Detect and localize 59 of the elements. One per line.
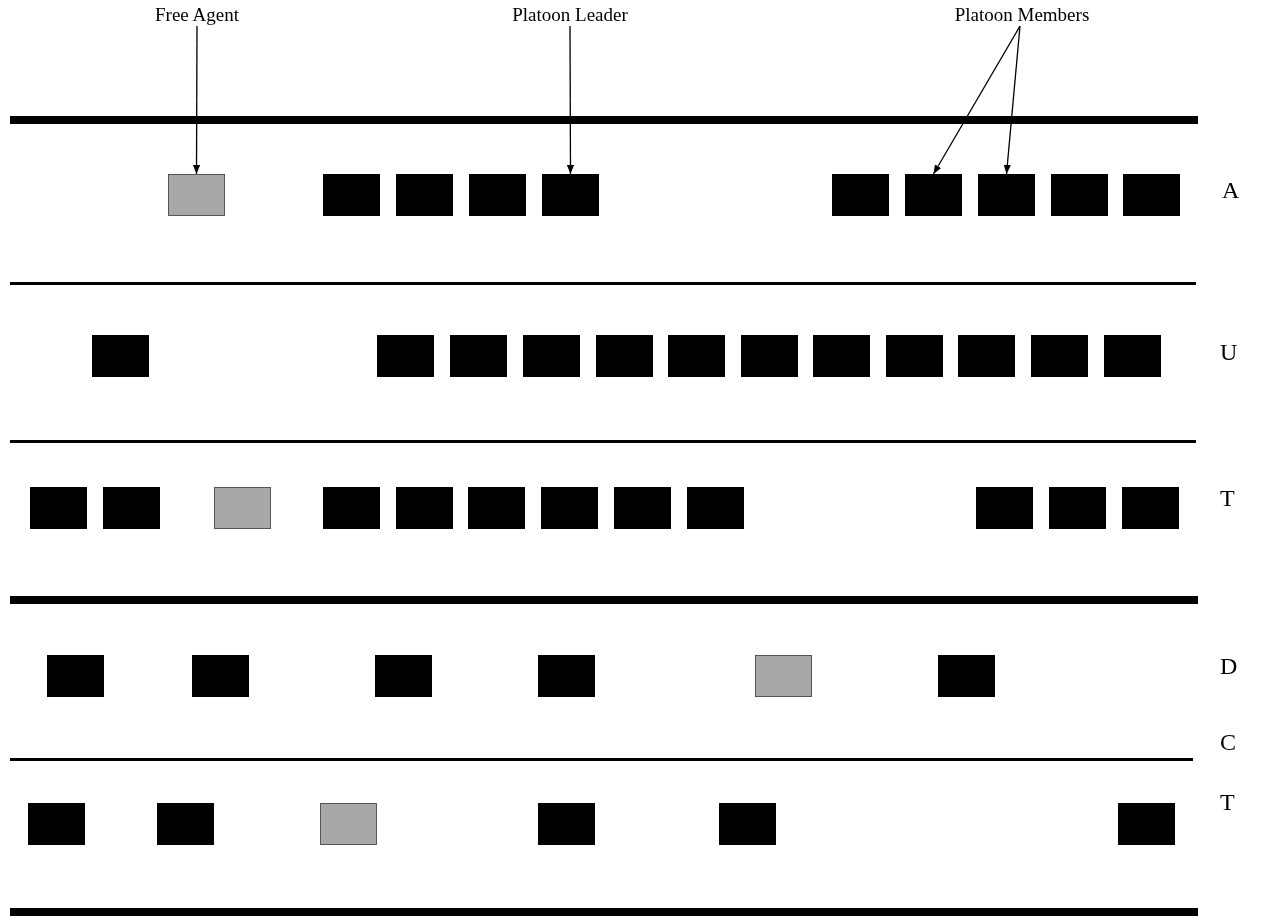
- leader-arrow: [192, 25, 201, 175]
- leader-arrow: [566, 25, 575, 175]
- vehicle-box: [468, 487, 525, 529]
- vehicle-box: [469, 174, 526, 216]
- vehicle-box: [1051, 174, 1108, 216]
- vehicle-box: [396, 174, 453, 216]
- vehicle-box: [1049, 487, 1106, 529]
- vehicle-box: [28, 803, 85, 845]
- vehicle-box: [978, 174, 1035, 216]
- free-agent-vehicle: [214, 487, 271, 529]
- vehicle-box: [323, 487, 380, 529]
- vehicle-box: [668, 335, 725, 377]
- vehicle-box: [103, 487, 160, 529]
- vehicle-box: [813, 335, 870, 377]
- vehicle-box: [377, 335, 434, 377]
- vehicle-box: [92, 335, 149, 377]
- lane-letter: T: [1220, 484, 1235, 512]
- vehicle-box: [832, 174, 889, 216]
- vehicle-box: [157, 803, 214, 845]
- caption-text: Platoon Leader: [512, 4, 628, 26]
- vehicle-box: [741, 335, 798, 377]
- vehicle-box: [396, 487, 453, 529]
- free-agent-vehicle: [320, 803, 377, 845]
- vehicle-box: [1031, 335, 1088, 377]
- vehicle-box: [938, 655, 995, 697]
- vehicle-box: [1104, 335, 1161, 377]
- vehicle-box: [541, 487, 598, 529]
- vehicle-box: [976, 487, 1033, 529]
- vehicle-box: [30, 487, 87, 529]
- vehicle-box: [687, 487, 744, 529]
- leader-arrow: [932, 25, 1021, 175]
- vehicle-box: [538, 803, 595, 845]
- vehicle-box: [375, 655, 432, 697]
- vehicle-box: [886, 335, 943, 377]
- vehicle-box: [1123, 174, 1180, 216]
- vehicle-box: [538, 655, 595, 697]
- free-agent-vehicle: [755, 655, 812, 697]
- vehicle-box: [905, 174, 962, 216]
- lane-letter: D: [1220, 652, 1238, 680]
- lane-letter: C: [1220, 728, 1236, 756]
- vehicle-box: [1122, 487, 1179, 529]
- vehicle-box: [596, 335, 653, 377]
- vehicle-box: [542, 174, 599, 216]
- vehicle-box: [323, 174, 380, 216]
- lane-letter: U: [1220, 338, 1238, 366]
- vehicle-box: [192, 655, 249, 697]
- vehicle-box: [47, 655, 104, 697]
- vehicle-box: [958, 335, 1015, 377]
- vehicle-box: [719, 803, 776, 845]
- lane-letter: T: [1220, 788, 1235, 816]
- caption-text: Free Agent: [155, 4, 239, 26]
- vehicle-box: [1118, 803, 1175, 845]
- vehicle-box: [450, 335, 507, 377]
- lane-letter: A: [1222, 176, 1240, 204]
- caption-text: Platoon Members: [954, 4, 1090, 26]
- vehicle-box: [523, 335, 580, 377]
- leader-arrow: [1003, 25, 1021, 175]
- free-agent-vehicle: [168, 174, 225, 216]
- vehicle-box: [614, 487, 671, 529]
